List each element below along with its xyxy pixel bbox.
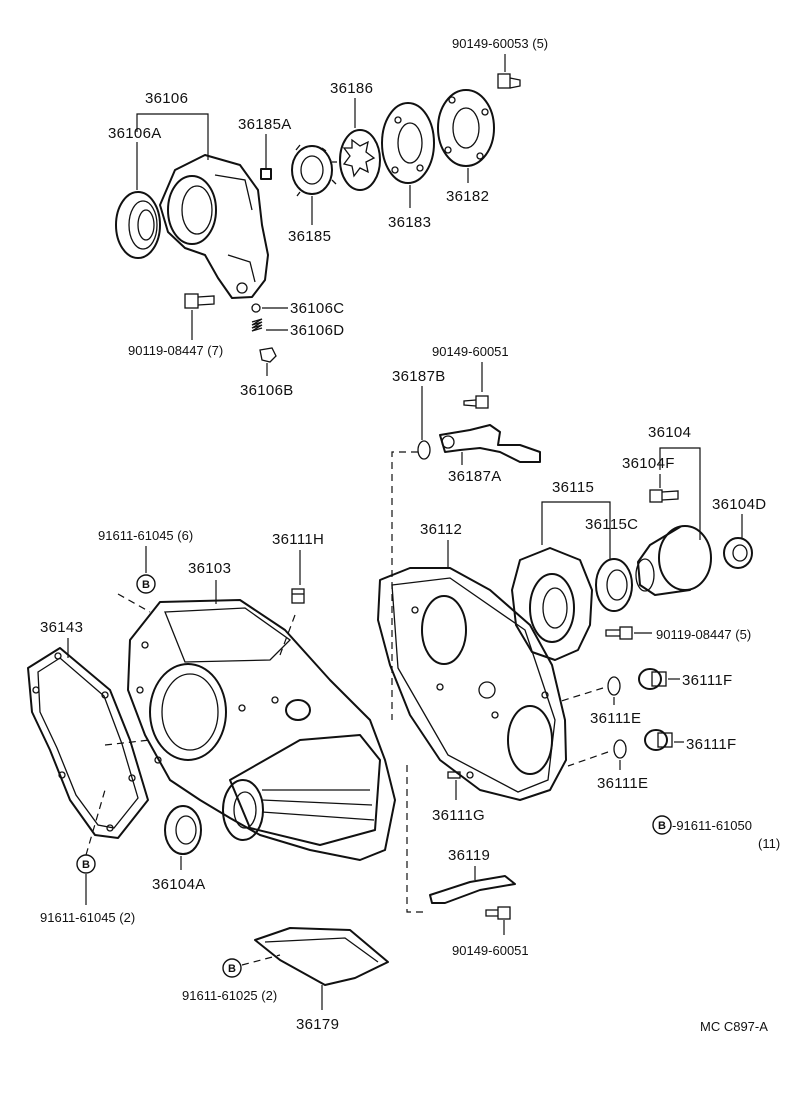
label-91611-61050-qty: (11) [758, 836, 780, 851]
label-36111F-lower: 36111F [686, 736, 736, 753]
svg-text:B: B [82, 859, 90, 871]
dashed-line-case-gasket [104, 739, 151, 746]
dashed-line-36119 [406, 765, 426, 913]
speedometer-driven-gear-36187A [439, 424, 541, 463]
bolt-90119-08447-7 [184, 293, 215, 309]
plug-36111F-lower [644, 729, 673, 751]
plug-36111F-upper [638, 668, 667, 690]
label-36103: 36103 [188, 560, 231, 577]
ref-marker-B-left: B [76, 854, 96, 874]
key-36185A [260, 168, 272, 180]
bolt-90119-08447-5 [605, 626, 633, 640]
label-36111H: 36111H [272, 531, 324, 548]
oil-pump-gear-36185 [291, 144, 337, 197]
label-36187A: 36187A [448, 468, 502, 485]
svg-text:B: B [228, 963, 236, 975]
transfer-cover-36104 [635, 525, 712, 596]
label-36106C: 36106C [290, 300, 344, 317]
label-90149-60051-bottom: 90149-60051 [452, 943, 529, 958]
label-36111F-upper: 36111F [682, 672, 732, 689]
label-36111E-upper: 36111E [590, 710, 641, 727]
oil-seal-36106A [115, 191, 161, 259]
label-36111G: 36111G [432, 807, 485, 824]
label-36112: 36112 [420, 521, 462, 538]
dashed-line-91611-61045-6 [117, 593, 151, 613]
leader-36115 [541, 501, 611, 560]
label-90149-60053: 90149-60053 (5) [452, 36, 548, 51]
label-36104D: 36104D [712, 496, 766, 513]
transfer-case-36115 [511, 547, 593, 661]
spring-36106D [251, 318, 263, 332]
label-36106: 36106 [145, 90, 188, 107]
gasket-36143 [27, 647, 149, 839]
breather-36111H [291, 588, 305, 604]
label-36183: 36183 [388, 214, 431, 231]
label-90119-08447-7: 90119-08447 (7) [128, 343, 223, 358]
oil-seal-36115C [595, 558, 633, 612]
transmission-case-36103 [127, 599, 396, 861]
label-36185A: 36185A [238, 116, 292, 133]
label-36111E-lower: 36111E [597, 775, 648, 792]
label-36143: 36143 [40, 619, 83, 636]
label-91611-61025-2: 91611-61025 (2) [182, 988, 277, 1003]
label-36104A: 36104A [152, 876, 206, 893]
label-36106A: 36106A [108, 125, 162, 142]
figure-code: MC C897-A [700, 1019, 768, 1034]
o-ring-36187B [417, 440, 431, 460]
label-90119-08447-5: 90119-08447 (5) [656, 627, 751, 642]
oil-pump-cover-36182 [437, 89, 495, 167]
extension-housing-36106 [159, 154, 269, 299]
oil-pump-body-36183 [381, 102, 435, 184]
svg-text:B: B [658, 820, 666, 832]
dashed-line-36111E-lower [567, 751, 609, 767]
label-36182: 36182 [446, 188, 489, 205]
label-36179: 36179 [296, 1016, 339, 1033]
label-36187B: 36187B [392, 368, 446, 385]
ref-marker-B-top: B [136, 574, 156, 594]
oil-seal-36104A [164, 805, 202, 855]
bolt-90149-60051-bottom [485, 906, 511, 920]
gasket-36111E-lower [613, 739, 627, 759]
gasket-36111E-upper [607, 676, 621, 696]
label-36185: 36185 [288, 228, 331, 245]
dashed-line-36187B [391, 451, 418, 720]
dashed-line-91611-61025 [241, 954, 281, 966]
label-36115C: 36115C [585, 516, 638, 533]
bolt-90149-60051-top [463, 395, 489, 409]
ball-36106C [251, 303, 261, 313]
label-91611-61045-2: 91611-61045 (2) [40, 910, 135, 925]
label-90149-60051-top: 90149-60051 [432, 344, 509, 359]
dashed-line-36111E-upper [557, 687, 604, 703]
label-36119: 36119 [448, 847, 490, 864]
label-91611-61050: -91611-61050 [672, 818, 752, 833]
label-91611-61045-6: 91611-61045 (6) [98, 528, 193, 543]
cover-36179 [254, 927, 389, 986]
bolt-90149-60053 [497, 73, 521, 89]
label-36106D: 36106D [290, 322, 344, 339]
ref-marker-B-right: B [652, 815, 672, 835]
label-36186: 36186 [330, 80, 373, 97]
label-36115: 36115 [552, 479, 594, 496]
bolt-36104F [649, 489, 679, 503]
oil-pump-rotor-36186 [339, 129, 381, 191]
leader-36104 [659, 447, 701, 540]
case-plate-36112 [377, 567, 567, 801]
ref-marker-B-bottom: B [222, 958, 242, 978]
plate-36119 [429, 875, 516, 904]
label-36106B: 36106B [240, 382, 294, 399]
svg-text:B: B [142, 579, 150, 591]
label-36104F: 36104F [622, 455, 675, 472]
plug-36106B [259, 347, 277, 363]
plug-36104D [723, 537, 753, 569]
leader-36106 [136, 113, 209, 160]
pin-36111G [447, 771, 461, 779]
label-36104: 36104 [648, 424, 691, 441]
